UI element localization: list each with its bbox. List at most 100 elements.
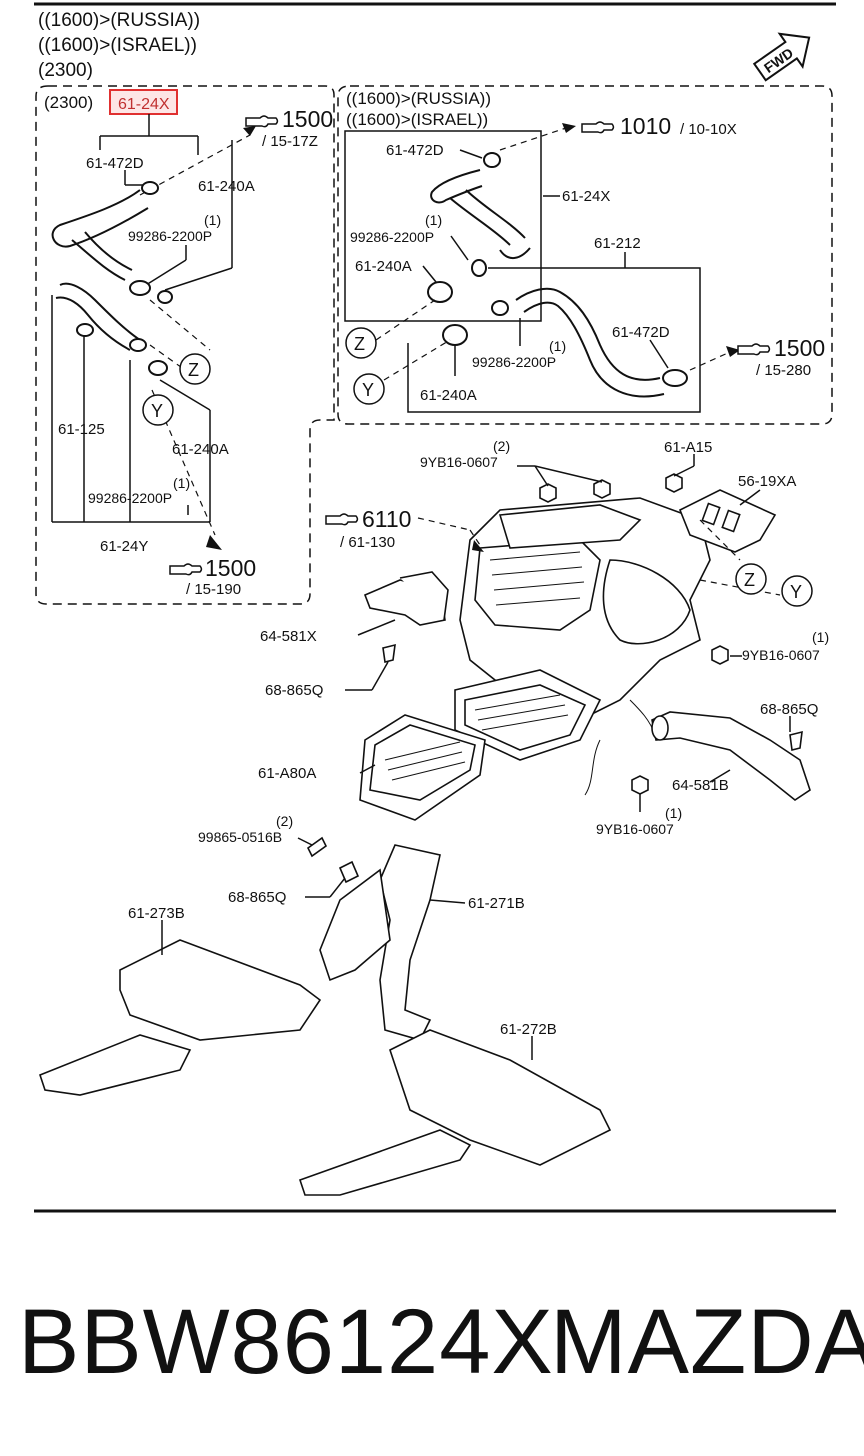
case-detail: [384, 741, 466, 781]
label-61-273b: 61-273B: [128, 905, 185, 922]
left-ref-bottom-sub: / 15-190: [186, 581, 241, 598]
duct-273b-part: [39, 939, 322, 1096]
ref-unit-sub: / 61-130: [340, 534, 395, 551]
left-label-240a-bottom: 61-240A: [172, 441, 229, 458]
label-nut-right: 9YB16-0607: [742, 647, 820, 663]
arrow-icon-main: [472, 540, 484, 552]
left-box-title: (2300): [44, 93, 93, 112]
label-61-a15: 61-A15: [664, 439, 712, 456]
fasteners: [306, 473, 803, 884]
left-label-125: 61-125: [58, 421, 105, 438]
part-number: BBW86124X: [18, 1291, 554, 1393]
header-line3: (2300): [38, 60, 93, 81]
arrow-icon-left-bottom: [206, 535, 222, 550]
left-ref-bottom-num: 1500: [205, 555, 256, 581]
left-hose-upper: [51, 189, 149, 281]
right-label-212: 61-212: [594, 235, 641, 252]
right-box-title2: ((1600)>(ISRAEL)): [346, 110, 488, 129]
ref-unit-num: 6110: [362, 506, 411, 532]
left-marker-z: Z: [179, 353, 211, 385]
label-61-a80a: 61-A80A: [258, 765, 316, 782]
hand-pointer-icon: [737, 343, 771, 356]
left-pipe-lower: [55, 282, 141, 351]
qty-nut-bottom: (1): [665, 805, 682, 821]
label-56-19xa: 56-19XA: [738, 473, 796, 490]
hand-pointer-icon: [169, 563, 203, 576]
arrow-icon-right-side: [726, 346, 740, 357]
right-inner-box-upper: [344, 130, 542, 322]
fwd-arrow-icon: FWD: [752, 32, 811, 82]
heater-unit-detail: [474, 551, 656, 796]
left-dashed-frame: [35, 85, 335, 605]
left-ref-top-sub: / 15-17Z: [262, 133, 318, 150]
right-ref-right-num: 1500: [774, 335, 825, 361]
svg-text:Y: Y: [362, 380, 374, 400]
right-ref-top-num: 1010: [620, 113, 671, 139]
right-inner-box-lower: [407, 267, 701, 413]
left-bolt-b: 99286-2200P: [88, 490, 172, 506]
main-leaders: [161, 454, 791, 1060]
right-bolt-b: 99286-2200P: [472, 354, 556, 370]
right-box-title1: ((1600)>(RUSSIA)): [346, 89, 491, 108]
highlight-box: [109, 89, 178, 115]
right-ref-right-sub: / 15-280: [756, 362, 811, 379]
label-68-865q-right: 68-865Q: [760, 701, 818, 718]
left-qty-b: (1): [173, 475, 190, 491]
qty-screw: (2): [276, 813, 293, 829]
label-61-272b: 61-272B: [500, 1021, 557, 1038]
label-nut-bottom: 9YB16-0607: [596, 821, 674, 837]
left-label-24y: 61-24Y: [100, 538, 148, 555]
qty-nut-top: (2): [493, 438, 510, 454]
main-dashed-connectors: [417, 517, 781, 596]
label-64-581x: 64-581X: [260, 628, 317, 645]
heater-unit-assembly: [454, 497, 711, 761]
right-bolt-a: 99286-2200P: [350, 229, 434, 245]
right-qty-a: (1): [425, 212, 442, 228]
right-label-472d-lower: 61-472D: [612, 324, 670, 341]
right-label-240a-upper: 61-240A: [355, 258, 412, 275]
left-label-472d: 61-472D: [86, 155, 144, 172]
right-dashed-frame: [337, 85, 833, 425]
label-68-865q-mid: 68-865Q: [228, 889, 286, 906]
arrow-icon-right-top: [562, 123, 576, 133]
highlight-part-label: 61-24X: [118, 96, 170, 113]
left-marker-y: Y: [142, 394, 174, 426]
left-bolt-a: 99286-2200P: [128, 228, 212, 244]
svg-text:Z: Z: [188, 360, 199, 380]
main-marker-y: Y: [781, 575, 813, 607]
label-64-581b: 64-581B: [672, 777, 729, 794]
header-line2: ((1600)>(ISRAEL)): [38, 35, 197, 56]
arrow-icon-left-top: [243, 126, 256, 136]
left-clamps: [76, 181, 173, 376]
svg-text:Y: Y: [151, 401, 163, 421]
right-hose-lower: [515, 287, 665, 398]
svg-text:Y: Y: [790, 582, 802, 602]
case-part: [359, 714, 486, 821]
hand-pointer-icon: [581, 121, 615, 134]
label-68-865q-left: 68-865Q: [265, 682, 323, 699]
right-dashed-connectors: [375, 127, 731, 381]
label-61-271b: 61-271B: [468, 895, 525, 912]
right-ref-top-sub: / 10-10X: [680, 121, 737, 138]
header-line1: ((1600)>(RUSSIA)): [38, 10, 200, 31]
duct-271b-part: [319, 844, 441, 1041]
left-ref-top-num: 1500: [282, 106, 333, 132]
hand-pointer-icon: [245, 115, 279, 128]
left-label-240a-top: 61-240A: [198, 178, 255, 195]
duct-left-part: [363, 571, 449, 626]
diagram-canvas: ((1600)>(RUSSIA)) ((1600)>(ISRAEL)) (230…: [34, 2, 836, 1213]
right-label-240a-lower: 61-240A: [420, 387, 477, 404]
right-marker-y: Y: [353, 373, 385, 405]
footer: BBW86124X MAZDA: [0, 1290, 864, 1420]
left-dashed-connectors: [139, 134, 251, 536]
right-qty-b: (1): [549, 338, 566, 354]
parts-diagram: ((1600)>(RUSSIA)) ((1600)>(ISRAEL)) (230…: [34, 2, 836, 1213]
right-label-24x: 61-24X: [562, 188, 610, 205]
right-marker-z: Z: [345, 327, 377, 359]
hand-pointer-icon: [325, 513, 359, 526]
label-nut-top: 9YB16-0607: [420, 454, 498, 470]
bracket-part: [678, 489, 777, 553]
duct-272b-part: [298, 1029, 612, 1196]
left-leaders: [51, 114, 233, 523]
right-hose-upper: [430, 169, 531, 259]
